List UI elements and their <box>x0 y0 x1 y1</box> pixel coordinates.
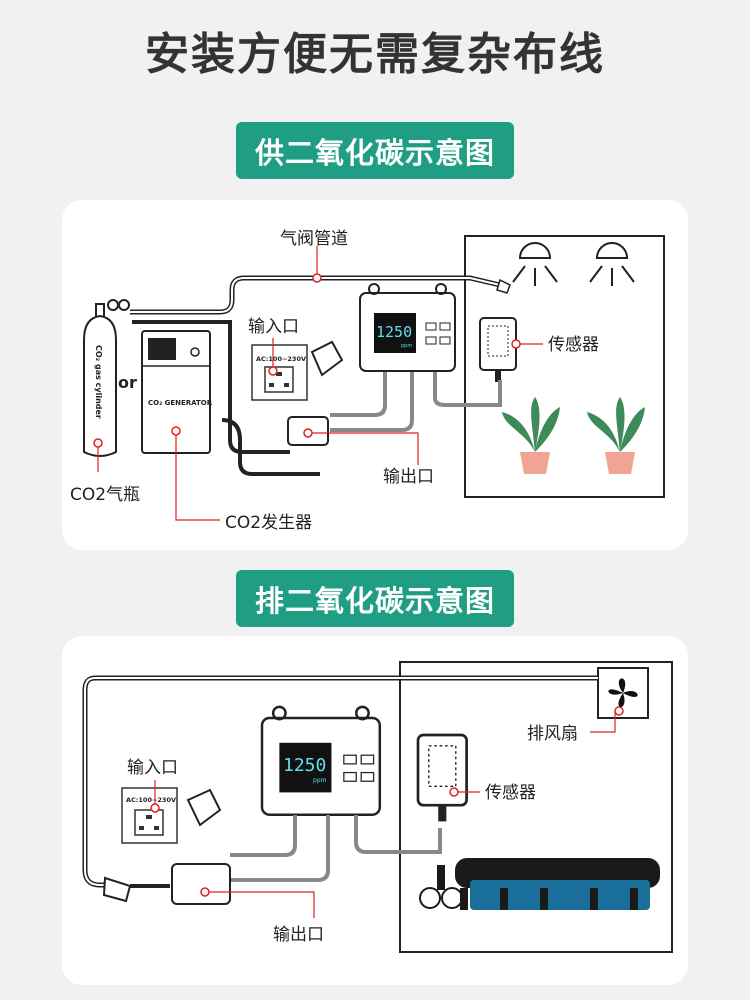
co2-cylinder: CO₂ gas cylinder <box>83 299 130 457</box>
grow-light-icon <box>512 242 635 286</box>
room-box <box>399 661 673 953</box>
power-plug <box>310 340 344 377</box>
co2-sensor <box>479 317 517 383</box>
sensor-label: 传感器 <box>485 783 536 803</box>
svg-text:ppm: ppm <box>401 343 412 349</box>
socket-voltage-text: AC:100~230V <box>126 796 176 804</box>
or-text: or <box>118 373 137 392</box>
svg-text:CO₂ gas cylinder: CO₂ gas cylinder <box>94 345 103 419</box>
output-port-label: 输出口 <box>273 925 324 945</box>
svg-text:ppm: ppm <box>313 777 327 784</box>
plant-icon <box>587 397 645 474</box>
input-port-label: 输入口 <box>127 758 178 778</box>
output-socket <box>171 863 231 905</box>
exhaust-section-header: 排二氧化碳示意图 <box>236 570 514 627</box>
controller-reading: 1250 <box>376 323 412 341</box>
co2-cylinder-label: CO2气瓶 <box>70 485 140 505</box>
co2-sensor <box>416 733 468 823</box>
exhaust-fan-label: 排风扇 <box>527 724 578 744</box>
co2-generator: CO₂ GENERATOR <box>141 330 213 454</box>
sensor-label: 传感器 <box>548 335 599 355</box>
supply-section-header: 供二氧化碳示意图 <box>236 122 514 179</box>
power-plug <box>186 788 222 827</box>
plant-icon <box>502 397 560 474</box>
socket-voltage-text: AC:100~230V <box>256 355 306 363</box>
svg-text:CO₂ GENERATOR: CO₂ GENERATOR <box>148 399 213 407</box>
grow-room-box <box>464 235 665 498</box>
input-port-label: 输入口 <box>248 317 299 337</box>
crowd-icon <box>419 858 660 910</box>
page-title: 安装方便无需复杂布线 <box>145 29 605 80</box>
co2-generator-label: CO2发生器 <box>225 513 312 533</box>
output-port-label: 输出口 <box>383 467 434 487</box>
controller-reading: 1250 <box>283 755 326 776</box>
valve-pipe-label: 气阀管道 <box>280 229 348 249</box>
wall-socket <box>251 344 308 401</box>
